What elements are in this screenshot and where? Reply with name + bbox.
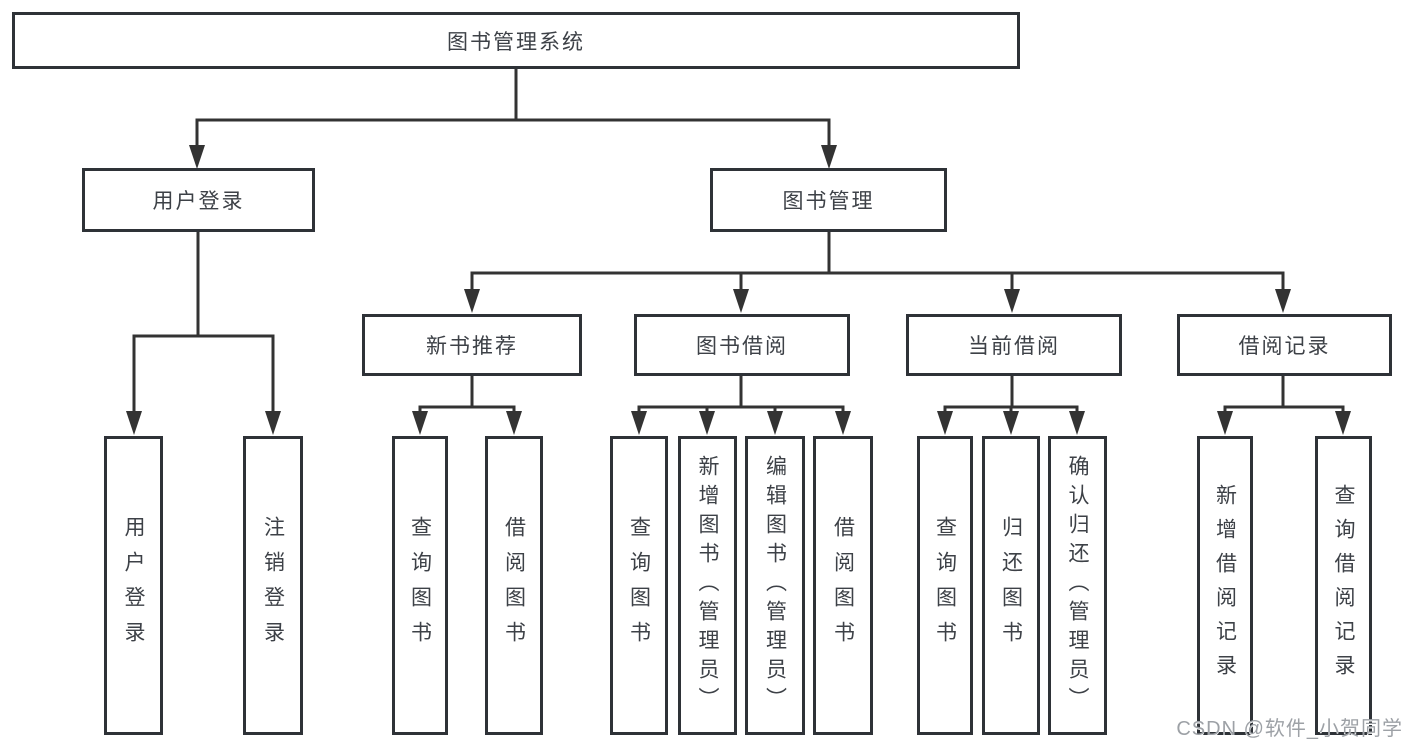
- node-label: 新增借阅记录: [1213, 483, 1237, 688]
- node-label: 图书借阅: [696, 335, 788, 358]
- node-label: 注销登录: [261, 515, 285, 656]
- leaf-return-book: 归还图书: [982, 436, 1040, 735]
- node-user-login: 用户登录: [82, 168, 315, 232]
- node-book-borrow: 图书借阅: [634, 314, 850, 376]
- leaf-confirm-return-admin: 确认归还（管理员）: [1048, 436, 1107, 735]
- csdn-watermark: CSDN @软件_小贺同学: [1176, 718, 1403, 740]
- node-label: 查询图书: [627, 515, 651, 656]
- node-label: 图书管理: [782, 190, 875, 213]
- node-book-management: 图书管理: [710, 168, 947, 232]
- leaf-logout: 注销登录: [243, 436, 303, 735]
- leaf-query-borrow-record: 查询借阅记录: [1315, 436, 1372, 735]
- leaf-query-books-3: 查询图书: [917, 436, 973, 735]
- node-label: 查询图书: [933, 515, 957, 656]
- node-label: 借阅记录: [1238, 335, 1331, 358]
- leaf-query-books-2: 查询图书: [610, 436, 668, 735]
- node-label: 新书推荐: [426, 335, 518, 358]
- node-label: 查询图书: [408, 515, 432, 656]
- node-borrow-record: 借阅记录: [1177, 314, 1392, 376]
- node-label: 归还图书: [999, 515, 1023, 656]
- node-label: 用户登录: [152, 190, 245, 213]
- node-label: 当前借阅: [968, 335, 1060, 358]
- node-library-management-system: 图书管理系统: [12, 12, 1020, 69]
- node-label: 确认归还（管理员）: [1066, 455, 1089, 716]
- leaf-query-books-1: 查询图书: [392, 436, 448, 735]
- leaf-edit-book-admin: 编辑图书（管理员）: [745, 436, 805, 735]
- node-label: 新增图书（管理员）: [696, 455, 719, 716]
- node-current-borrow: 当前借阅: [906, 314, 1122, 376]
- leaf-borrow-books-2: 借阅图书: [813, 436, 873, 735]
- node-label: 图书管理系统: [447, 30, 585, 54]
- node-new-book-recommend: 新书推荐: [362, 314, 582, 376]
- node-label: 用户登录: [122, 515, 145, 656]
- leaf-borrow-books-1: 借阅图书: [485, 436, 543, 735]
- node-label: 借阅图书: [502, 515, 526, 656]
- leaf-add-borrow-record: 新增借阅记录: [1197, 436, 1253, 735]
- node-label: 借阅图书: [831, 515, 855, 656]
- leaf-add-book-admin: 新增图书（管理员）: [678, 436, 737, 735]
- leaf-user-login: 用户登录: [104, 436, 163, 735]
- node-label: 编辑图书（管理员）: [763, 455, 787, 716]
- node-label: 查询借阅记录: [1332, 483, 1355, 688]
